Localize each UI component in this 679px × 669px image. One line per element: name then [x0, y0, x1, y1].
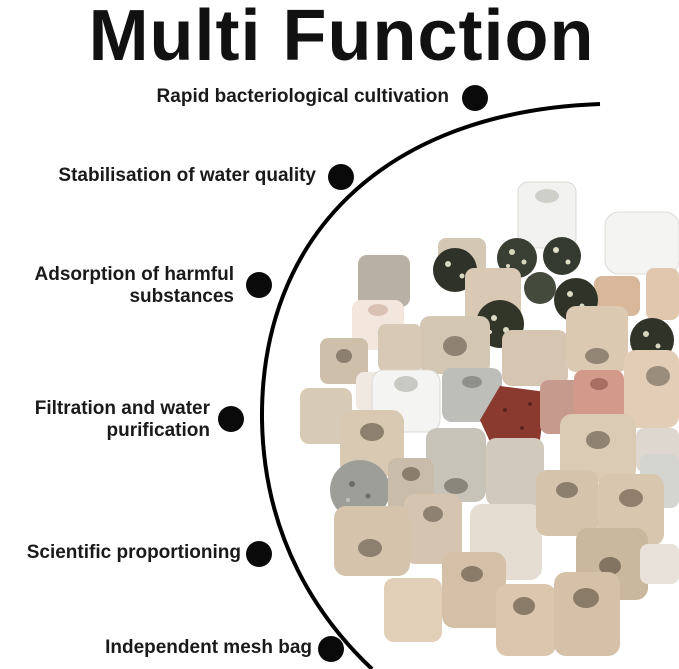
- feature-bullet-icon: [218, 406, 244, 432]
- filter-media-cluster: [300, 181, 679, 656]
- feature-line: Filtration and water: [34, 398, 210, 419]
- page-title: Multi Function: [88, 0, 595, 76]
- feature-line: substances: [129, 286, 234, 307]
- feature-independent-mesh-bag: Independent mesh bag: [105, 637, 312, 658]
- feature-rapid-bacteriological-cultivation: Rapid bacteriological cultivation: [156, 86, 449, 107]
- feature-stabilisation-of-water-quality: Stabilisation of water quality: [58, 165, 316, 186]
- feature-bullet-icon: [246, 541, 272, 567]
- feature-filtration-and-water-purification: Filtration and water purification: [0, 398, 210, 442]
- feature-bullet-icon: [246, 272, 272, 298]
- feature-scientific-proportioning: Scientific proportioning: [26, 542, 241, 563]
- feature-bullet-icon: [462, 85, 488, 111]
- feature-adsorption-of-harmful-substances: Adsorption of harmful substances: [0, 264, 234, 308]
- feature-line: Adsorption of harmful: [34, 264, 234, 285]
- feature-bullet-icon: [328, 164, 354, 190]
- feature-bullet-icon: [318, 636, 344, 662]
- feature-line: purification: [106, 420, 210, 441]
- decorative-arc: [259, 102, 601, 669]
